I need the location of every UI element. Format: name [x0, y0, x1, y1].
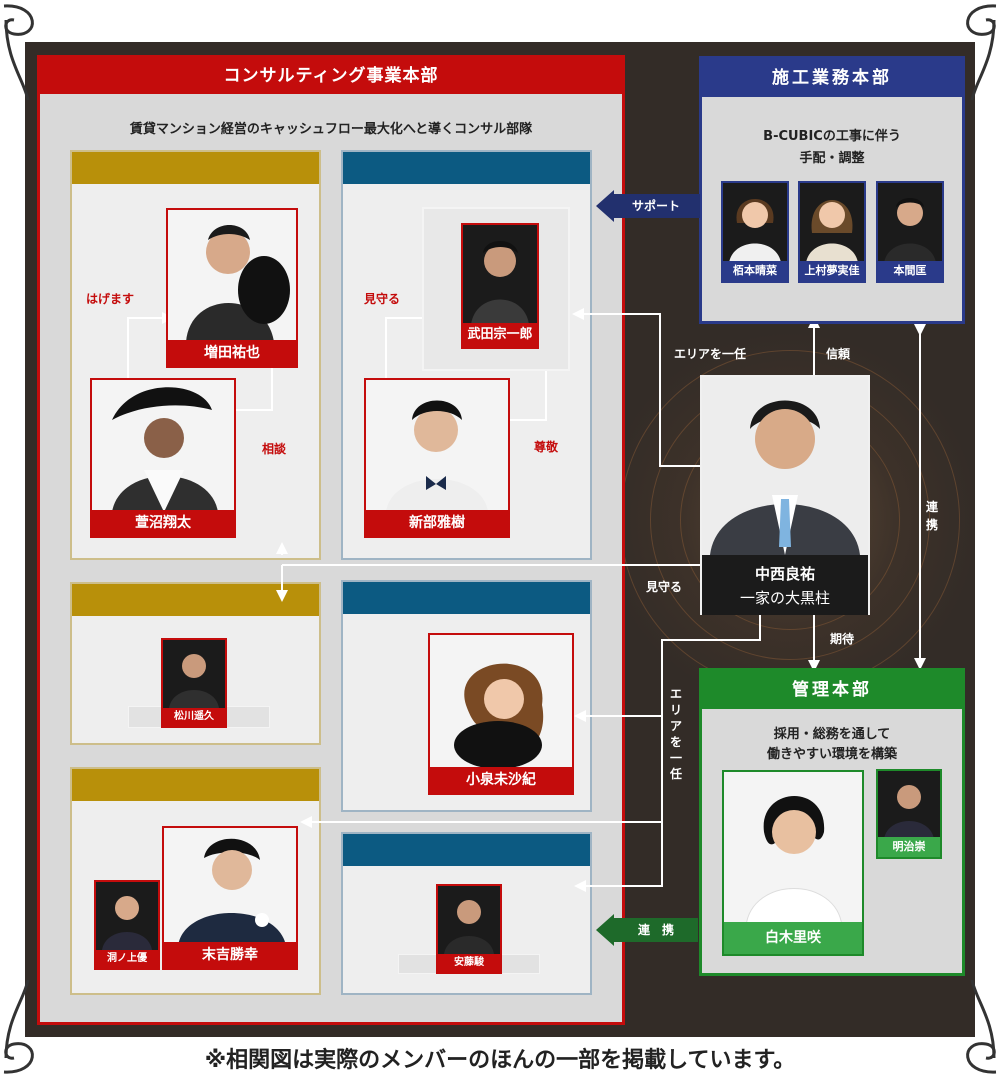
- cooperate-banner: 連 携: [614, 918, 698, 942]
- person-icon: [878, 183, 942, 263]
- photo-sueyoshi: 末吉勝幸: [162, 826, 298, 970]
- construction-subtitle-2: 手配・調整: [799, 151, 865, 166]
- team-bar: [343, 152, 590, 184]
- consulting-subtitle: 賃貸マンション経営のキャッシュフロー最大化へと導くコンサル部隊: [129, 122, 533, 137]
- label-mimamoru: 見守る: [364, 292, 401, 306]
- member-name: 小泉未沙紀: [430, 767, 572, 793]
- member-name: 新部雅樹: [366, 510, 508, 536]
- photo-shiraki: 白木里咲: [722, 770, 864, 956]
- photo-koizumi: 小泉未沙紀: [428, 633, 574, 795]
- member-name: 末吉勝幸: [164, 942, 296, 968]
- label-area-entrust: エリアを一任: [674, 347, 747, 361]
- management-subtitle-2: 働きやすい環境を構築: [766, 747, 897, 762]
- person-icon: [878, 771, 940, 839]
- construction-title: 施工業務本部: [702, 59, 962, 97]
- member-name: 萱沼翔太: [92, 510, 234, 536]
- support-banner: サポート: [612, 194, 700, 218]
- leader-caption: 中西良祐 一家の大黒柱: [702, 557, 868, 615]
- member-name: 安藤駿: [438, 954, 500, 972]
- photo-shinbe: 新部雅樹: [364, 378, 510, 538]
- management-subtitle-1: 採用・総務を通して: [773, 727, 891, 742]
- member-name: 武田宗一郎: [463, 323, 537, 347]
- label-cooperate-vertical: 連携: [926, 500, 939, 532]
- label-area-vertical: エリアを一任: [670, 687, 683, 781]
- team-bar: [72, 769, 319, 801]
- person-icon: [800, 183, 864, 263]
- label-sonkei: 尊敬: [534, 440, 559, 454]
- person-icon: [702, 377, 868, 555]
- person-icon: [96, 882, 158, 950]
- photo-takeda: 武田宗一郎: [461, 223, 539, 349]
- photo-meiji: 明治崇: [876, 769, 942, 859]
- label-mimamoru-leader: 見守る: [646, 580, 683, 594]
- photo-matsukawa: 松川遥久: [161, 638, 227, 728]
- person-icon: [366, 380, 508, 512]
- photo-ando: 安藤駿: [436, 884, 502, 974]
- label-hagemasu: はげます: [86, 292, 135, 306]
- person-icon: [724, 772, 862, 926]
- person-icon: [168, 210, 296, 342]
- leader-name: 中西良祐: [754, 565, 815, 583]
- leader-title: 一家の大黒柱: [739, 589, 830, 607]
- label-expect: 期待: [830, 632, 855, 646]
- member-name: 本間匡: [878, 261, 942, 281]
- person-icon: [430, 635, 572, 769]
- member-name: 白木里咲: [724, 922, 862, 954]
- person-icon: [164, 828, 296, 946]
- footer-note: ※相関図は実際のメンバーのほんの一部を掲載しています。: [204, 1048, 796, 1073]
- team-bar: [72, 152, 319, 184]
- team-bar: [343, 582, 590, 614]
- member-name: 明治崇: [878, 837, 940, 857]
- member-name: 上村夢実佳: [800, 261, 864, 281]
- person-icon: [438, 886, 500, 954]
- person-icon: [163, 640, 225, 708]
- management-title: 管理本部: [702, 671, 962, 709]
- label-soudan: 相談: [262, 442, 287, 456]
- member-name: 洞ノ上優: [96, 950, 158, 968]
- photo-kamimura: 上村夢実佳: [798, 181, 866, 283]
- construction-subtitle-1: B-CUBICの工事に伴う: [763, 129, 901, 144]
- photo-horinoue: 洞ノ上優: [94, 880, 160, 970]
- team-bar: [343, 834, 590, 866]
- consulting-title: コンサルティング事業本部: [40, 58, 622, 94]
- person-icon: [723, 183, 787, 263]
- member-name: 松川遥久: [163, 708, 225, 726]
- member-name: 栢本晴菜: [723, 261, 787, 281]
- label-trust: 信頼: [826, 347, 851, 361]
- photo-kayamoto: 栢本晴菜: [721, 181, 789, 283]
- photo-kayanuma: 萱沼翔太: [90, 378, 236, 538]
- photo-honma: 本間匡: [876, 181, 944, 283]
- person-icon: [92, 380, 234, 512]
- person-icon: [463, 225, 537, 325]
- photo-masuda: 増田祐也: [166, 208, 298, 368]
- member-name: 増田祐也: [168, 340, 296, 366]
- leader-card: 中西良祐 一家の大黒柱: [700, 375, 870, 615]
